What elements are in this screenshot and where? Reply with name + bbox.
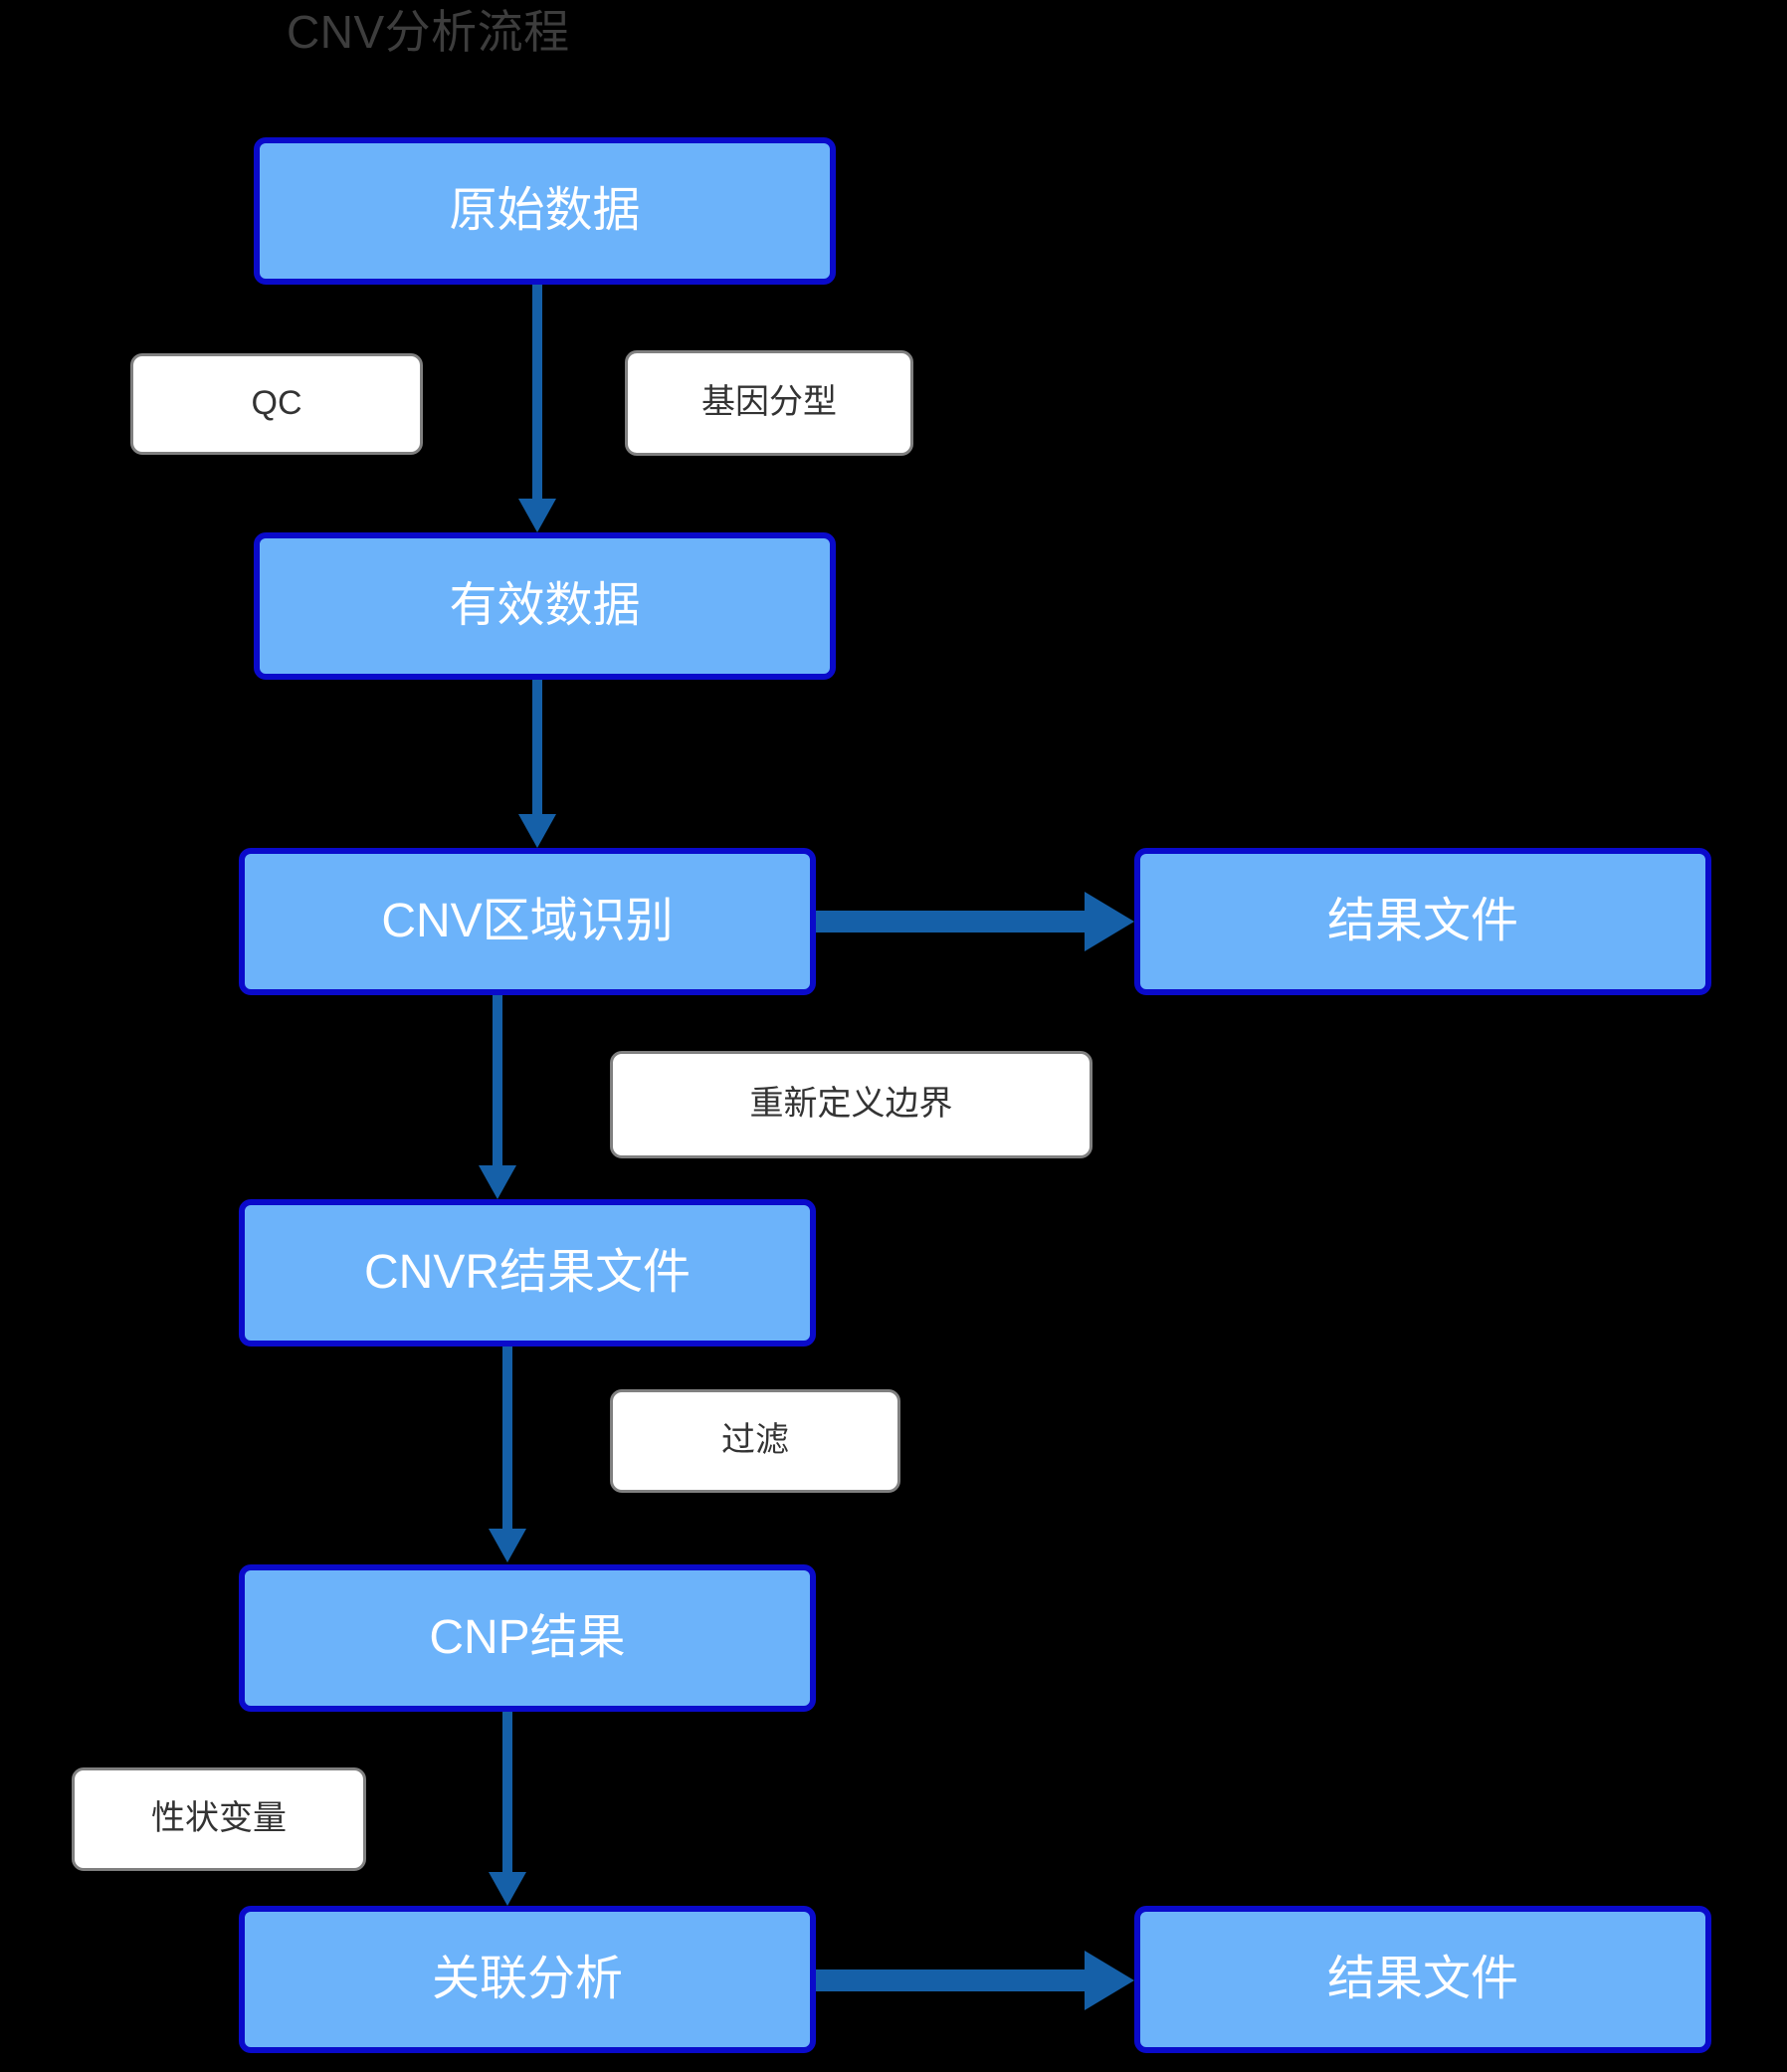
arrow-shaft bbox=[532, 284, 542, 499]
node-label: 结果文件 bbox=[1326, 1952, 1518, 2005]
arrow-head bbox=[1085, 1951, 1134, 2010]
edge-label-trait-variable[interactable]: 性状变量 bbox=[72, 1767, 366, 1871]
node-label: CNVR结果文件 bbox=[363, 1245, 691, 1299]
node-cnp-result[interactable]: CNP结果 bbox=[239, 1564, 816, 1712]
arrow-shaft bbox=[816, 911, 1085, 932]
node-label: 结果文件 bbox=[1326, 894, 1518, 947]
arrow-head bbox=[518, 499, 556, 532]
node-valid-data[interactable]: 有效数据 bbox=[254, 532, 836, 680]
edge-label-qc[interactable]: QC bbox=[130, 353, 423, 455]
page-title: CNV分析流程 bbox=[287, 6, 570, 58]
node-label: 关联分析 bbox=[431, 1952, 623, 2005]
arrow-shaft bbox=[816, 1969, 1085, 1991]
node-label: CNV区域识别 bbox=[381, 894, 674, 947]
edge-label-filter[interactable]: 过滤 bbox=[610, 1389, 900, 1493]
arrow-shaft bbox=[532, 677, 542, 814]
node-cnv-region-call[interactable]: CNV区域识别 bbox=[239, 848, 816, 995]
edge-label-text: 性状变量 bbox=[151, 1799, 287, 1838]
node-assoc-analysis[interactable]: 关联分析 bbox=[239, 1906, 816, 2053]
arrow-shaft bbox=[502, 1712, 512, 1872]
node-label: 有效数据 bbox=[449, 578, 641, 632]
edge-label-text: 基因分型 bbox=[701, 383, 837, 422]
node-cnvr-result[interactable]: CNVR结果文件 bbox=[239, 1199, 816, 1347]
node-result-file-bottom[interactable]: 结果文件 bbox=[1134, 1906, 1711, 2053]
edge-label-text: 过滤 bbox=[721, 1421, 789, 1460]
node-label: 原始数据 bbox=[449, 183, 641, 237]
arrow-head bbox=[489, 1529, 526, 1562]
arrow-head bbox=[1085, 892, 1134, 951]
edge-label-genotyping[interactable]: 基因分型 bbox=[625, 350, 913, 456]
edge-label-text: QC bbox=[251, 384, 302, 423]
node-raw-data[interactable]: 原始数据 bbox=[254, 137, 836, 285]
node-label: CNP结果 bbox=[429, 1610, 626, 1664]
arrow-shaft bbox=[493, 995, 502, 1165]
arrow-head bbox=[489, 1872, 526, 1906]
edge-label-redefine-boundary[interactable]: 重新定义边界 bbox=[610, 1051, 1092, 1158]
arrow-head bbox=[479, 1165, 516, 1199]
arrow-head bbox=[518, 814, 556, 848]
edge-label-text: 重新定义边界 bbox=[749, 1085, 953, 1124]
node-result-file-top[interactable]: 结果文件 bbox=[1134, 848, 1711, 995]
arrow-shaft bbox=[502, 1344, 512, 1529]
